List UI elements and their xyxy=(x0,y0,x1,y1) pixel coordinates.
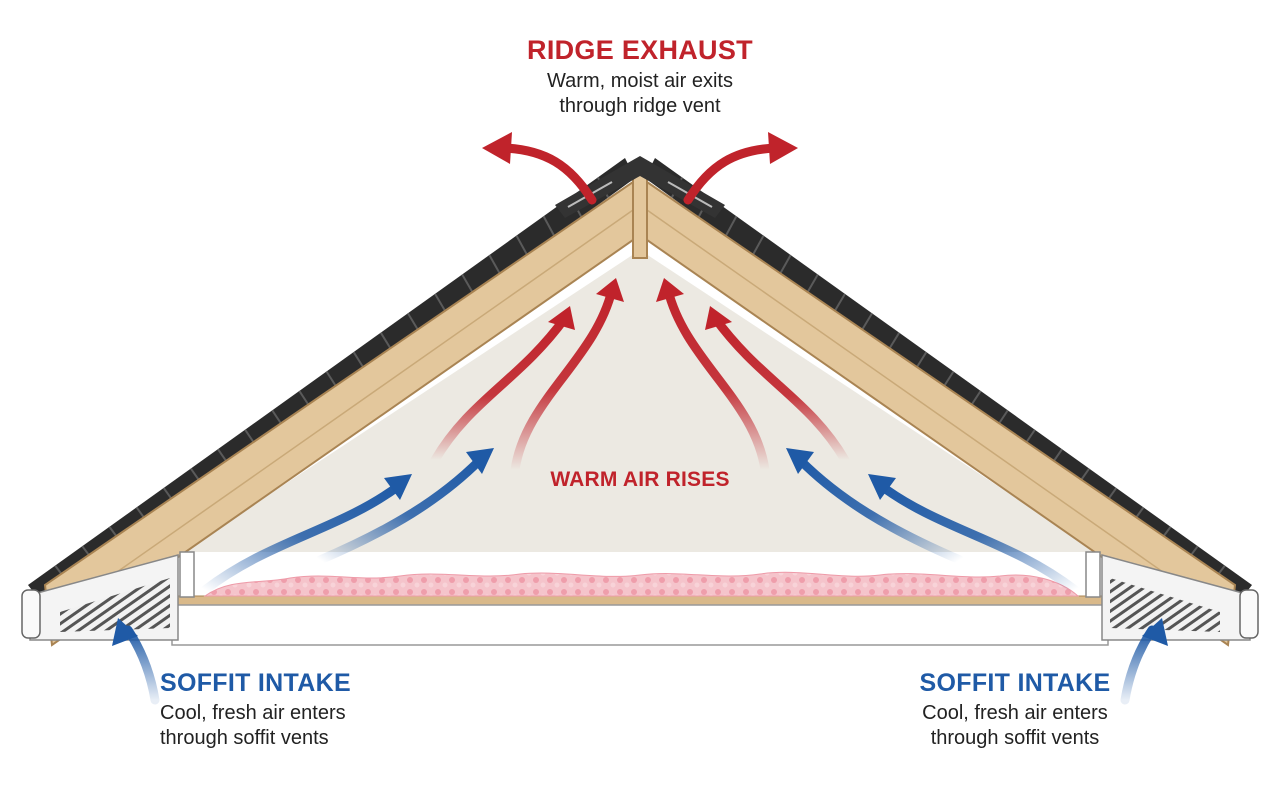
ridge-vent-icon xyxy=(555,156,725,218)
ridge-exhaust-title: RIDGE EXHAUST xyxy=(527,35,753,65)
ridge-exhaust-label: RIDGE EXHAUST Warm, moist air exits thro… xyxy=(440,34,840,119)
warm-air-rises-label: WARM AIR RISES xyxy=(490,468,790,492)
soffit-left-line2: through soffit vents xyxy=(160,727,329,749)
warm-air-rises-text: WARM AIR RISES xyxy=(550,468,730,491)
attic-space xyxy=(182,250,1098,552)
soffit-right-title: SOFFIT INTAKE xyxy=(919,669,1111,697)
soffit-right-desc: Cool, fresh air enters through soffit ve… xyxy=(895,701,1135,751)
soffit-intake-right-label: SOFFIT INTAKE Cool, fresh air enters thr… xyxy=(895,668,1135,751)
soffit-left-desc: Cool, fresh air enters through soffit ve… xyxy=(160,701,400,751)
ridge-desc-line2: through ridge vent xyxy=(559,95,721,118)
ceiling-joist xyxy=(177,595,1103,606)
soffit-left-title: SOFFIT INTAKE xyxy=(160,669,351,697)
shingle-course xyxy=(488,254,502,276)
insulation xyxy=(203,571,1080,597)
shingle-course xyxy=(778,254,792,276)
ridge-desc-line1: Warm, moist air exits xyxy=(547,70,733,93)
soffit-right-line2: through soffit vents xyxy=(930,727,1100,749)
soffit-left-line1: Cool, fresh air enters xyxy=(160,702,346,724)
shingle-course xyxy=(542,215,556,237)
shingle-course xyxy=(515,235,529,257)
soffit-intake-left-label: SOFFIT INTAKE Cool, fresh air enters thr… xyxy=(160,668,400,751)
soffit-right-line1: Cool, fresh air enters xyxy=(922,702,1108,724)
ridge-exhaust-desc: Warm, moist air exits through ridge vent xyxy=(440,69,840,119)
shingle-course xyxy=(751,235,765,257)
shingle-course xyxy=(724,215,738,237)
ceiling xyxy=(171,604,1109,646)
warm-air-arrows xyxy=(430,285,850,475)
ridge-board xyxy=(632,167,648,259)
airflow-arrow-icon xyxy=(430,313,570,465)
